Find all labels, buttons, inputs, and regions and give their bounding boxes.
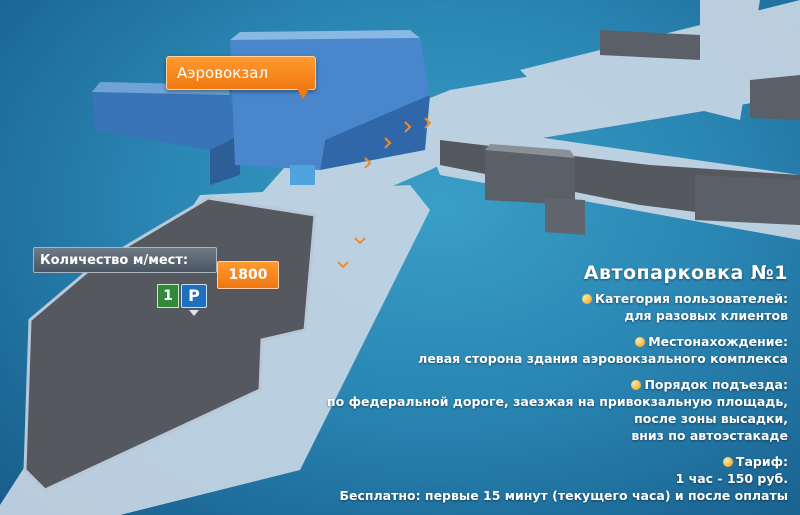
info-line: для разовых клиентов (624, 308, 788, 323)
parking-number-badge: 1 (157, 284, 179, 308)
parking-capacity-box: Количество м/мест: 1800 (33, 247, 279, 289)
info-line: по федеральной дороге, заезжая на привок… (327, 394, 788, 409)
info-line: после зоны высадки, (634, 411, 788, 426)
parking-capacity-value: 1800 (217, 261, 279, 289)
info-section-heading: Категория пользователей: (594, 291, 788, 306)
info-line: вниз по автоэстакаде (631, 428, 788, 443)
info-section-category: Категория пользователей: для разовых кли… (318, 290, 788, 324)
location-pointer-icon (189, 310, 199, 316)
bullet-icon (722, 457, 733, 467)
info-section-location: Местонахождение: левая сторона здания аэ… (318, 333, 788, 367)
bullet-icon (581, 294, 592, 304)
terminal-label: Аэровокзал (166, 56, 316, 99)
direction-arrows (337, 117, 432, 269)
parking-icon: P (181, 284, 207, 308)
bullet-icon (631, 380, 642, 390)
other-buildings (440, 30, 800, 235)
info-line: левая сторона здания аэровокзального ком… (418, 351, 788, 366)
info-section-tariff: Тариф: 1 час - 150 руб. Бесплатно: первы… (318, 453, 788, 504)
info-section-heading: Порядок подъезда: (644, 377, 788, 392)
info-section-access: Порядок подъезда: по федеральной дороге,… (318, 376, 788, 444)
info-section-heading: Местонахождение: (648, 334, 788, 349)
parking-info-panel: Автопарковка №1 Категория пользователей:… (318, 262, 788, 513)
info-line: Бесплатно: первые 15 минут (текущего час… (339, 488, 788, 503)
terminal-label-text: Аэровокзал (177, 64, 269, 82)
parking-title: Автопарковка №1 (583, 262, 788, 284)
bullet-icon (635, 337, 646, 347)
parking-capacity-label: Количество м/мест: (33, 247, 217, 273)
info-line: 1 час - 150 руб. (675, 471, 788, 486)
info-section-heading: Тариф: (735, 454, 788, 469)
